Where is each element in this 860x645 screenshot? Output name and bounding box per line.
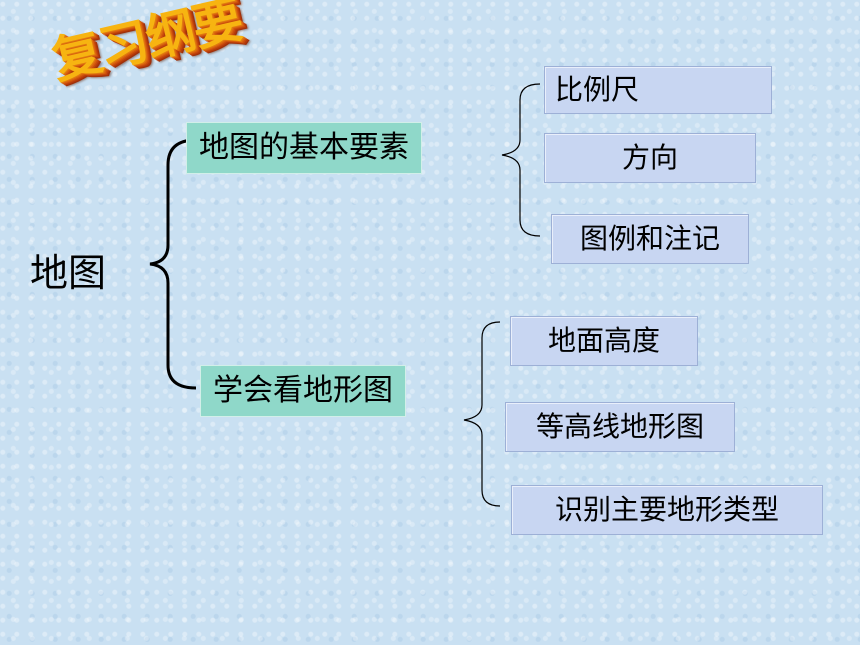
- branch1-brace: [501, 83, 541, 237]
- branch-read-topographic-map: 学会看地形图: [200, 365, 406, 417]
- branch-basic-elements: 地图的基本要素: [186, 122, 422, 174]
- leaf-scale: 比例尺: [544, 66, 772, 114]
- leaf-contour-map: 等高线地形图: [505, 402, 735, 452]
- root-brace: [149, 138, 197, 390]
- root-node: 地图: [30, 251, 107, 295]
- leaf-legend-annotation: 图例和注记: [551, 214, 749, 264]
- branch2-brace: [463, 321, 501, 507]
- leaf-landform-types: 识别主要地形类型: [511, 485, 823, 535]
- leaf-direction: 方向: [544, 133, 756, 183]
- leaf-ground-height: 地面高度: [510, 316, 698, 366]
